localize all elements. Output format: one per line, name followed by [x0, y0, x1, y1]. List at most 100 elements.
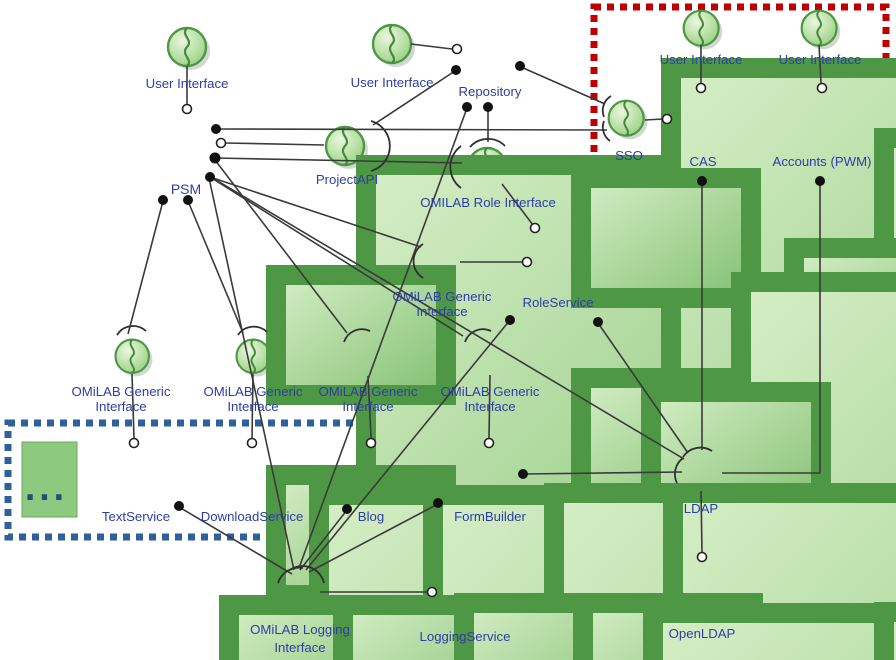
socket-loggingservice-left: [426, 586, 438, 598]
arc-projectapi: [370, 120, 391, 172]
label-generic1-line2: Interface: [95, 399, 146, 414]
socket-roleservice-left: [521, 256, 533, 268]
port-dot-blog: [342, 504, 352, 514]
port-dot-formbuilder-right: [518, 469, 528, 479]
label-omilab-role-interface: OMILAB Role Interface: [420, 195, 556, 210]
label-textservice: TextService: [102, 509, 170, 524]
socket-repository-left: [451, 43, 463, 55]
arc-ldap-top: [682, 446, 713, 458]
label-openldap: OpenLDAP: [669, 626, 736, 641]
label-user-interface-1: User Interface: [146, 76, 229, 91]
connector-ui-accounts: [818, 44, 822, 84]
label-user-interface-3: User Interface: [660, 52, 743, 67]
port-dot-accounts: [815, 176, 825, 186]
port-dot-formbuilder-left: [433, 498, 443, 508]
connector-accounts-ldap: [722, 184, 821, 474]
label-generic-rs-line1: OMiLAB Generic: [393, 289, 492, 304]
arc-generic4: [464, 328, 492, 343]
socket-psm-right: [215, 137, 227, 149]
socket-textservice-top: [128, 437, 140, 449]
arc-generic2: [237, 325, 268, 336]
user-interface-ball-cas: [682, 9, 724, 51]
connector-ui-repository: [410, 43, 453, 50]
socket-arcs: [116, 95, 713, 584]
port-dot-roleservice-left: [505, 315, 515, 325]
socket-cas-top: [695, 82, 707, 94]
required-ports: [128, 43, 828, 598]
label-formbuilder: FormBuilder: [454, 509, 526, 524]
socket-formbuilder-top: [483, 437, 495, 449]
connector-formbuilder-logging: [308, 503, 439, 573]
connector-psm-logging: [208, 177, 295, 571]
port-dot-textservice: [174, 501, 184, 511]
socket-openldap-top: [696, 551, 708, 563]
port-dot-psm-corner: [205, 172, 215, 182]
connector-generic1-textservice: [131, 373, 135, 439]
label-generic3-line1: OMiLAB Generic: [319, 384, 418, 399]
arc-roleinterface-left: [449, 145, 462, 189]
socket-roleservice-top: [529, 222, 541, 234]
label-generic1-line1: OMiLAB Generic: [72, 384, 171, 399]
arc-sso-lower: [601, 120, 611, 142]
connector-formbuilder-ldap: [523, 471, 683, 475]
connector-psm-ldap: [210, 176, 685, 460]
arc-generic3: [343, 328, 371, 343]
label-generic3-line2: Interface: [342, 399, 393, 414]
connector-repository-projectapi: [372, 70, 456, 126]
socket-downloadservice-top: [246, 437, 258, 449]
socket-cas-left: [661, 113, 673, 125]
label-generic4-line1: OMiLAB Generic: [441, 384, 540, 399]
port-dot-cas: [697, 176, 707, 186]
socket-blog-top: [365, 437, 377, 449]
connector-sso-cas: [644, 118, 664, 121]
user-interface-ball-psm: [166, 26, 212, 72]
label-roleservice: RoleService: [522, 295, 593, 310]
arc-logging-left: [277, 566, 304, 584]
label-generic-rs-line2: Interface: [416, 304, 467, 319]
label-user-interface-2: User Interface: [351, 75, 434, 90]
provided-ports: [158, 61, 825, 514]
arc-ldap-left: [674, 457, 684, 484]
port-dot-repository-right: [515, 61, 525, 71]
connector-ldap-openldap: [700, 490, 703, 553]
arc-logging-right: [289, 565, 325, 584]
label-logging-line2: Interface: [274, 640, 325, 655]
label-user-interface-4: User Interface: [779, 52, 862, 67]
label-generic4-line2: Interface: [464, 399, 515, 414]
connector-roleservice-ldap: [597, 322, 689, 454]
label-psm: PSM: [171, 181, 201, 197]
user-interface-ball-accounts: [800, 9, 842, 51]
connector-psm-generic1: [127, 200, 164, 335]
labels: User Interface User Interface PSM Projec…: [24, 52, 871, 655]
connector-psm-generic4: [209, 176, 464, 337]
label-accounts-pwm: Accounts (PWM): [773, 154, 872, 169]
connector-repository-sso: [520, 66, 606, 105]
connector-roleinterface-roleservice: [501, 183, 534, 226]
arc-generic1: [116, 325, 147, 336]
user-interface-ball-repository: [371, 23, 417, 69]
connector-psm-generic3: [214, 159, 348, 334]
port-dot-repository-bottom1: [462, 102, 472, 112]
ellipsis-dots: ...: [24, 473, 67, 508]
connections: [127, 43, 822, 593]
socket-psm-top: [181, 103, 193, 115]
ellipsis-placeholder-component: [21, 441, 78, 518]
connector-roleservice-logging: [305, 319, 511, 571]
label-cas: CAS: [689, 154, 716, 169]
label-generic2-line2: Interface: [227, 399, 278, 414]
sso-ball: [607, 99, 649, 141]
connector-psm-roleinterface: [214, 157, 463, 164]
connector-textservice-logging: [178, 506, 293, 575]
label-projectapi: ProjectAPI: [316, 172, 378, 187]
port-dot-psm-2: [209, 152, 221, 164]
connector-generic2-downloadservice: [251, 373, 254, 439]
label-repository: Repository: [458, 84, 521, 99]
port-dot-psm-bottom2: [183, 195, 193, 205]
label-blog: Blog: [358, 509, 384, 524]
connector-psm-generic2: [187, 200, 244, 334]
arc-roleinterface-top: [469, 138, 506, 148]
port-dot-psm-bottom1: [158, 195, 168, 205]
label-downloadservice: DownloadService: [201, 509, 304, 524]
